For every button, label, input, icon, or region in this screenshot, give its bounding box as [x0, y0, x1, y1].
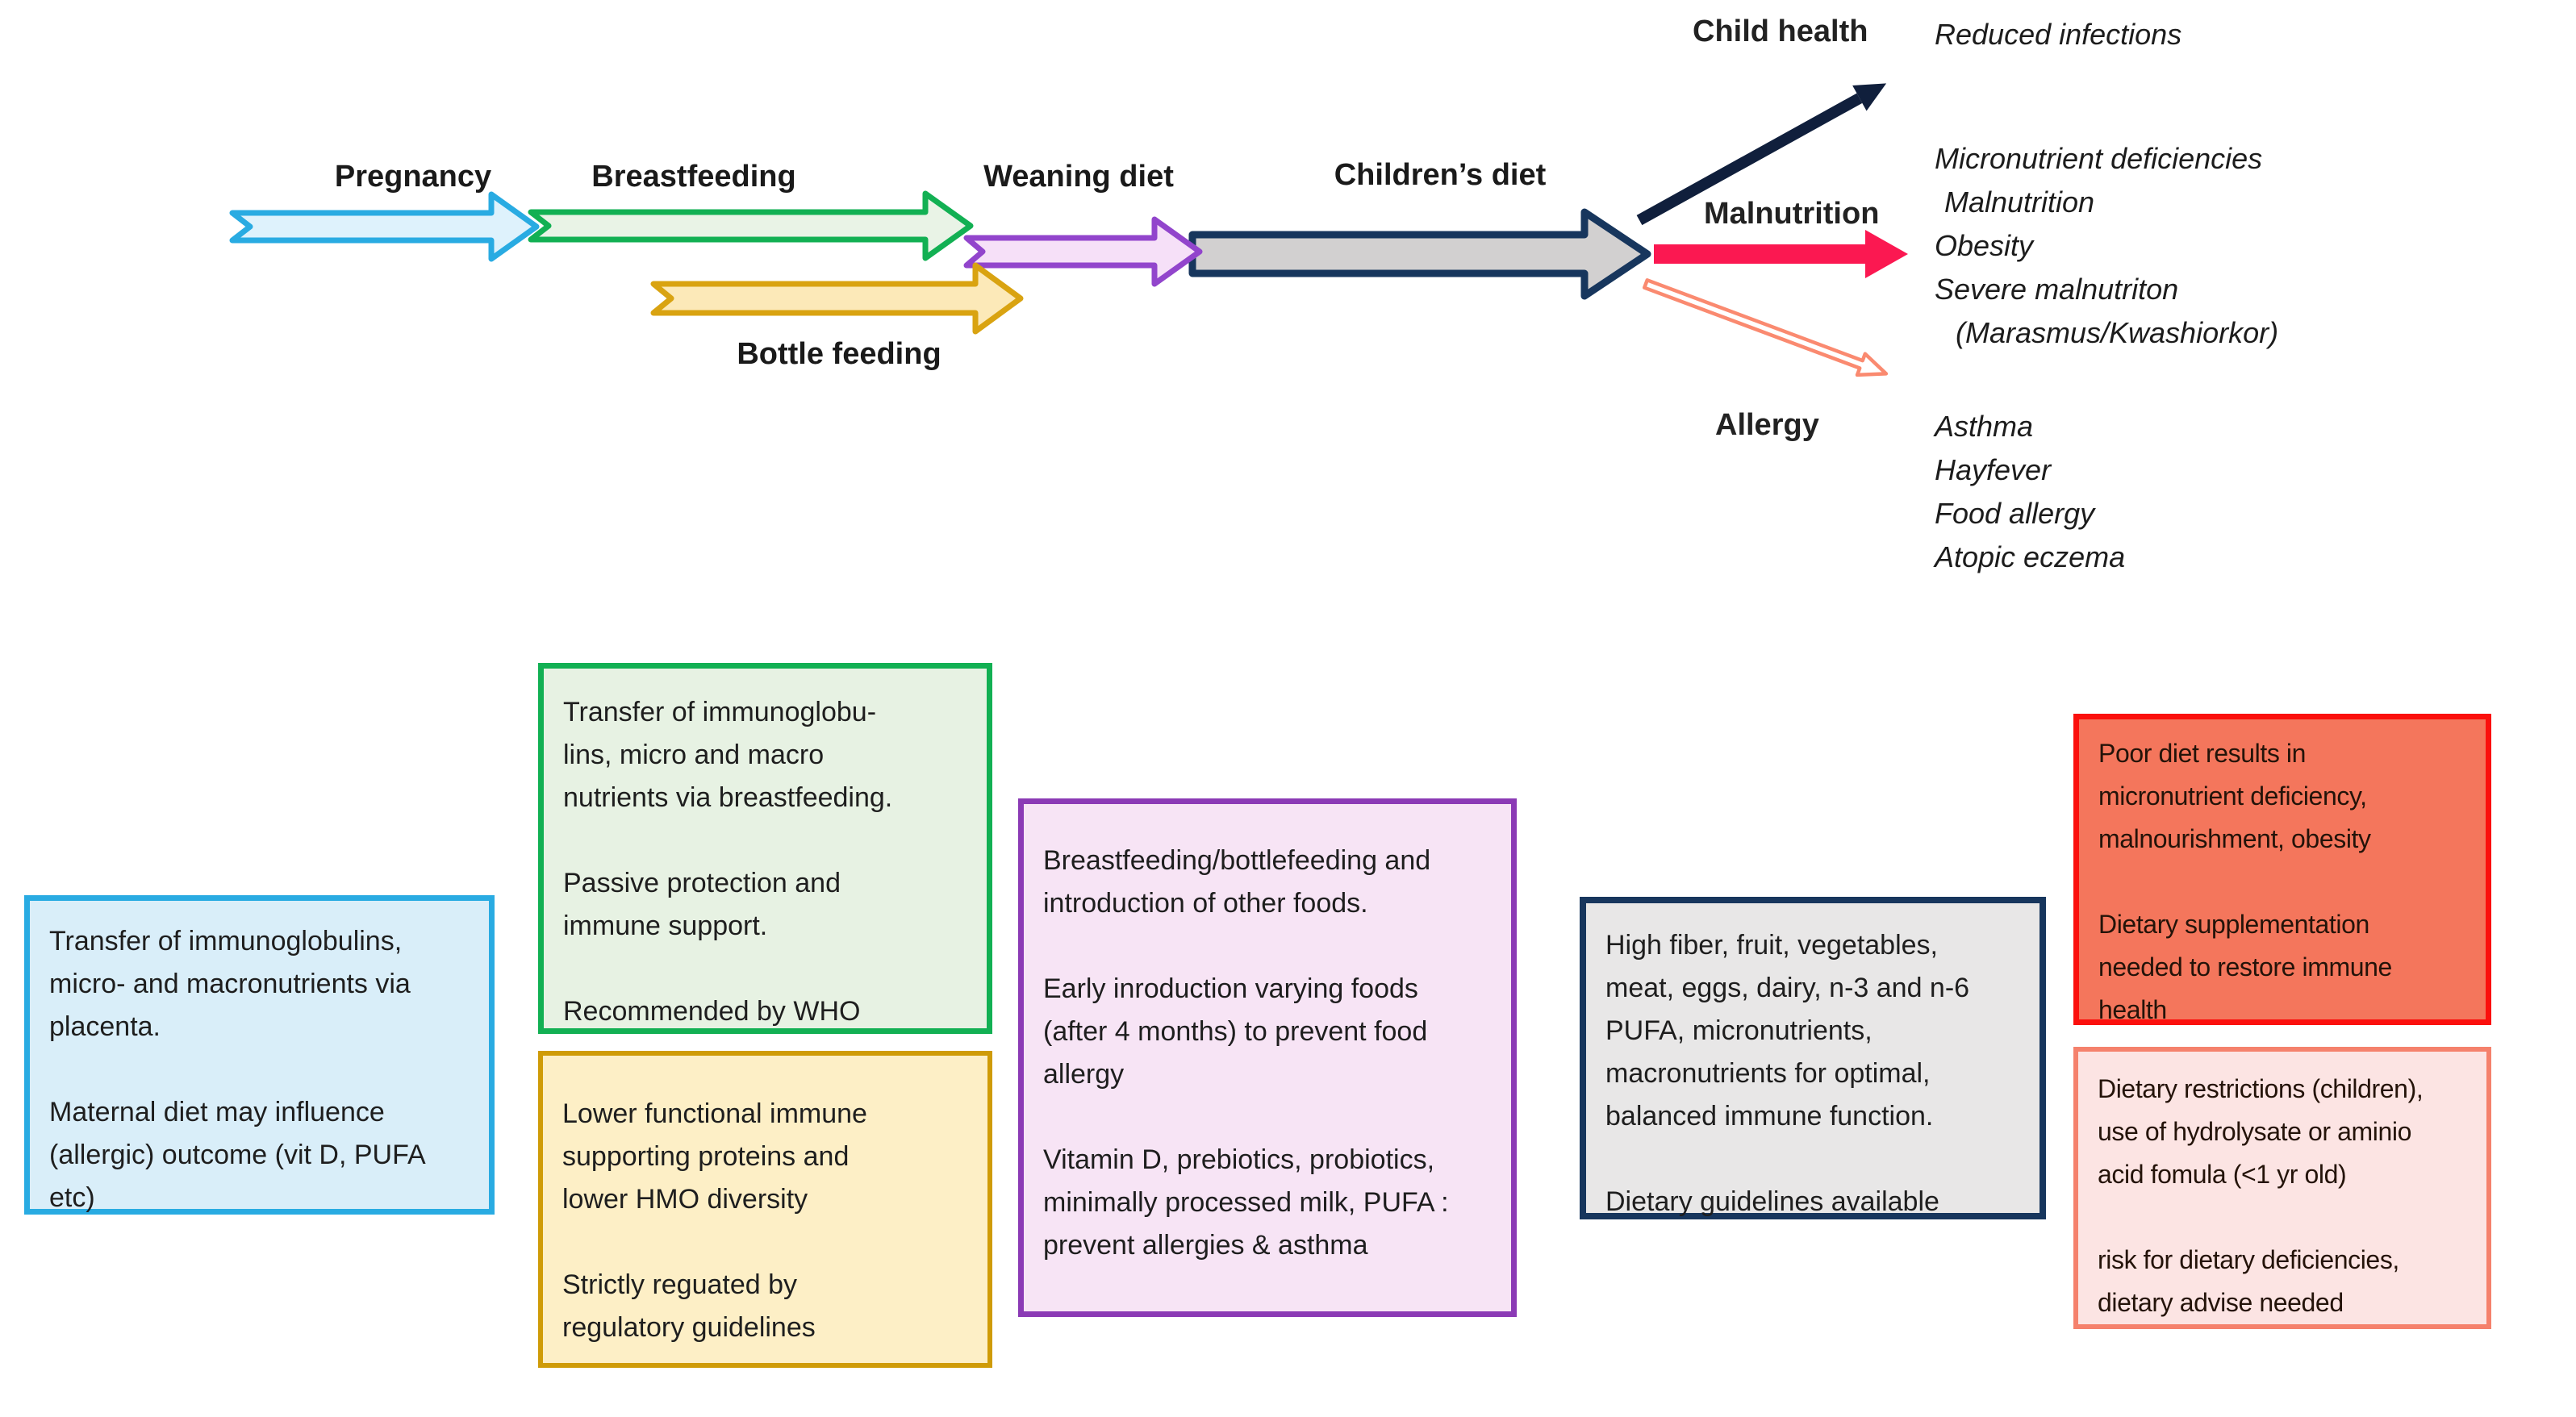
text-line: High fiber, fruit, vegetables,: [1605, 930, 1939, 961]
text-line: (after 4 months) to prevent food: [1043, 1016, 1428, 1047]
text-line: Hayfever: [1935, 453, 2052, 486]
text-line: Atopic eczema: [1935, 540, 2126, 573]
text-line: Poor diet results in: [2098, 739, 2307, 768]
text-line: supporting proteins and: [562, 1141, 850, 1172]
stage-label-bottle-feeding: Bottle feeding: [737, 337, 941, 371]
breastfeeding-arrow-icon: [528, 190, 974, 261]
text-line: Food allergy: [1935, 497, 2095, 530]
text-line: (allergic) outcome (vit D, PUFA: [49, 1140, 426, 1170]
text-line: Severe malnutriton: [1935, 273, 2179, 306]
text-line: Transfer of immunoglobu-: [563, 697, 877, 727]
text-line: Transfer of immunoglobulins,: [49, 926, 403, 956]
text-line: Maternal diet may influence: [49, 1097, 385, 1127]
stage-label-weaning-diet: Weaning diet: [983, 160, 1174, 194]
pregnancy-arrow-icon: [229, 191, 540, 262]
malnutrition-arrow-icon: [1654, 230, 1908, 278]
weaning-diet-arrow-icon: [963, 216, 1203, 287]
text-line: Malnutrition: [1944, 185, 2095, 219]
text-line: Micronutrient deficiencies: [1935, 142, 2263, 175]
childrens-diet-arrow-icon: [1188, 208, 1651, 300]
text-line: risk for dietary deficiencies,: [2098, 1245, 2399, 1274]
text-line: use of hydrolysate or aminio: [2098, 1117, 2412, 1146]
child-health-arrow-icon: [1636, 83, 1887, 226]
text-line: Reduced infections: [1935, 18, 2182, 51]
text-line: Recommended by WHO: [563, 996, 861, 1027]
text-line: health: [2098, 995, 2167, 1024]
text-line: lins, micro and macro: [563, 740, 825, 770]
branch-label-child-health: Child health: [1693, 15, 1868, 48]
text-line: dietary advise needed: [2098, 1288, 2344, 1317]
text-line: [1043, 925, 1500, 968]
bottle-feeding-info-box: Lower functional immune supporting protei…: [538, 1051, 992, 1368]
text-line: allergy: [1043, 1059, 1125, 1090]
breastfeeding-info-box: Transfer of immunoglobu-lins, micro and …: [538, 663, 992, 1034]
text-line: [562, 1221, 976, 1264]
text-line: Dietary supplementation: [2098, 910, 2369, 939]
branch-label-malnutrition: Malnutrition: [1704, 197, 1880, 231]
text-line: micronutrient deficiency,: [2098, 781, 2367, 811]
text-line: etc): [49, 1182, 95, 1213]
text-line: (Marasmus/Kwashiorkor): [1956, 316, 2279, 349]
text-line: [563, 948, 975, 990]
text-line: meat, eggs, dairy, n-3 and n-6: [1605, 973, 1970, 1003]
text-line: Breastfeeding/bottlefeeding and: [1043, 845, 1431, 876]
text-line: nutrients via breastfeeding.: [563, 782, 893, 813]
text-line: needed to restore immune: [2098, 952, 2392, 981]
text-line: Dietary restrictions (children),: [2098, 1074, 2424, 1103]
dietary-restrictions-info-box: Dietary restrictions (children), use of h…: [2073, 1047, 2491, 1329]
text-line: PUFA, micronutrients,: [1605, 1015, 1873, 1046]
text-line: balanced immune function.: [1605, 1101, 1934, 1132]
text-line: Lower functional immune: [562, 1098, 867, 1129]
text-line: [2098, 1196, 2475, 1239]
text-line: [563, 819, 975, 862]
text-line: micro- and macronutrients via: [49, 969, 411, 999]
branch-label-allergy: Allergy: [1715, 408, 1819, 442]
text-line: [2098, 861, 2474, 903]
stage-label-pregnancy: Pregnancy: [334, 160, 492, 194]
stage-label-childrens-diet: Children’s diet: [1334, 158, 1547, 192]
text-line: Asthma: [1935, 410, 2034, 443]
text-line: [1043, 1096, 1500, 1139]
text-line: macronutrients for optimal,: [1605, 1058, 1931, 1089]
weaning-diet-info-box: Breastfeeding/bottlefeeding and introduct…: [1018, 798, 1517, 1317]
text-line: prevent allergies & asthma: [1043, 1230, 1368, 1261]
text-line: [49, 1048, 478, 1091]
bottle-feeding-arrow-icon: [650, 262, 1024, 335]
child-health-outcome-list: Reduced infections: [1935, 13, 2181, 56]
text-line: minimally processed milk, PUFA :: [1043, 1187, 1449, 1218]
text-line: [1605, 1138, 2028, 1181]
allergy-arrow-icon: [1642, 278, 1889, 377]
text-line: Vitamin D, prebiotics, probiotics,: [1043, 1144, 1435, 1175]
text-line: Strictly reguated by: [562, 1269, 798, 1300]
pregnancy-info-box: Transfer of immunoglobulins, micro- and m…: [24, 895, 495, 1215]
text-line: immune support.: [563, 911, 768, 941]
stage-label-breastfeeding: Breastfeeding: [591, 160, 796, 194]
text-line: Dietary guidelines available: [1605, 1186, 1939, 1217]
text-line: Passive protection and: [563, 868, 841, 898]
poor-diet-info-box: Poor diet results in micronutrient defici…: [2073, 714, 2491, 1025]
text-line: Early inroduction varying foods: [1043, 973, 1418, 1004]
text-line: lower HMO diversity: [562, 1184, 808, 1215]
text-line: acid fomula (<1 yr old): [2098, 1160, 2347, 1189]
text-line: introduction of other foods.: [1043, 888, 1368, 919]
text-line: regulatory guidelines: [562, 1312, 816, 1343]
text-line: placenta.: [49, 1011, 161, 1042]
childrens-diet-info-box: High fiber, fruit, vegetables, meat, eggs…: [1580, 897, 2046, 1219]
text-line: Obesity: [1935, 229, 2034, 262]
text-line: malnourishment, obesity: [2098, 824, 2371, 853]
